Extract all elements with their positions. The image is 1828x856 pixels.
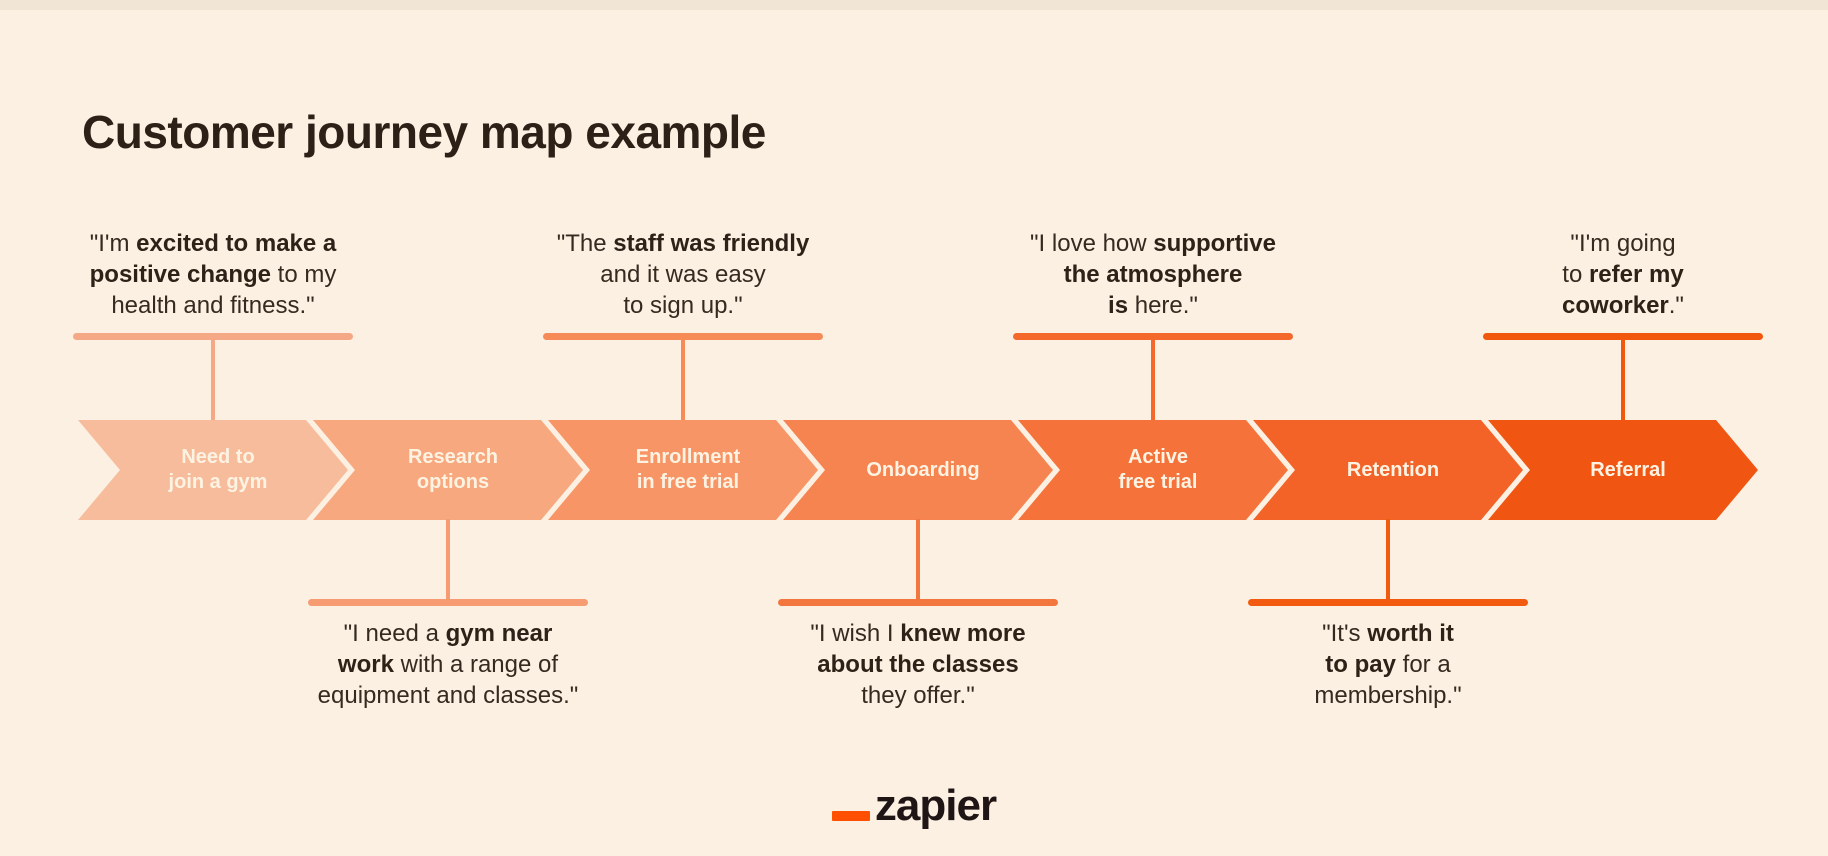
zapier-logo-underscore-icon	[831, 811, 870, 821]
callout-stem	[681, 340, 685, 420]
callout-bar	[73, 333, 353, 340]
callout-stem	[1386, 519, 1390, 599]
journey-stage-6: Retention	[1253, 420, 1523, 520]
callout-bar	[543, 333, 823, 340]
callout-bar	[1483, 333, 1763, 340]
top-edge-strip	[0, 0, 1828, 10]
callout-stem	[916, 519, 920, 599]
journey-stage-label: Referral	[1590, 458, 1666, 481]
zapier-logo-text: zapier	[874, 781, 997, 830]
journey-stage-label: Retention	[1346, 458, 1440, 481]
page-title: Customer journey map example	[82, 105, 766, 158]
callout-bar	[308, 599, 588, 606]
callout-bar	[778, 599, 1058, 606]
zapier-logo: zapier	[0, 784, 1828, 828]
callout-bar	[1248, 599, 1528, 606]
callout-stem	[1151, 340, 1155, 420]
callout-stem	[1621, 340, 1625, 420]
callout-stem	[211, 340, 215, 420]
journey-stage-4: Onboarding	[783, 420, 1053, 520]
journey-stage-label: Onboarding	[866, 458, 980, 481]
journey-stage-7: Referral	[1488, 420, 1758, 520]
callout-stem	[446, 519, 450, 599]
callout-bar	[1013, 333, 1293, 340]
